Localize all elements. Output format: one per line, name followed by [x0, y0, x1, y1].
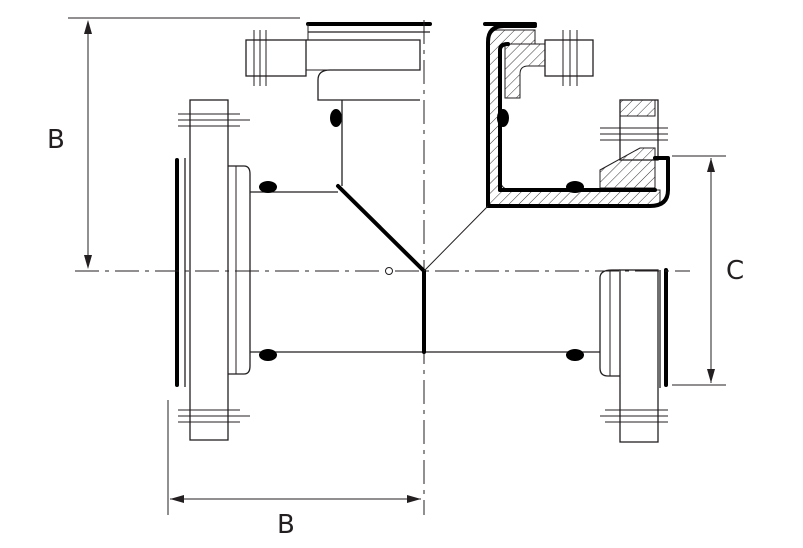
sectioned-liner: [486, 24, 670, 208]
dimension-label-b-bottom: B: [277, 510, 295, 540]
dimension-c-vertical: [672, 155, 726, 386]
dimension-label-b-left: B: [47, 125, 65, 155]
weld-seams: [336, 184, 489, 354]
branch-pipe: [245, 22, 594, 186]
center-lines: [75, 20, 690, 515]
dimension-b-vertical: [68, 17, 300, 269]
dimension-b-horizontal: [167, 400, 421, 515]
dimension-label-c: C: [726, 256, 745, 286]
left-flange: [175, 99, 251, 441]
right-flange: [599, 99, 668, 443]
